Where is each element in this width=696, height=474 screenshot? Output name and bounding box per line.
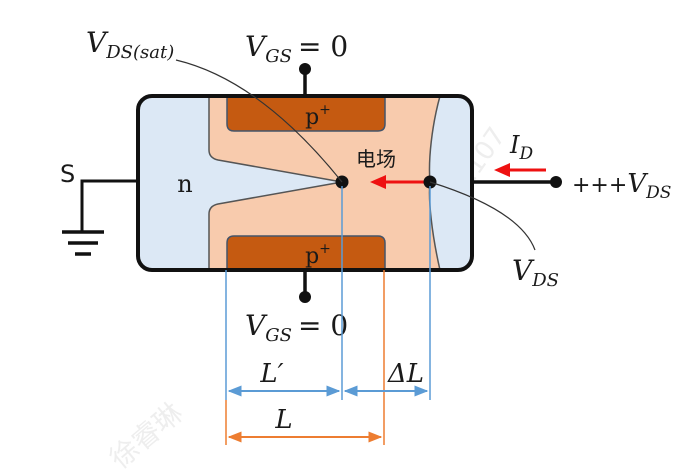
p-plus-bottom-gate: p+ [226, 235, 386, 271]
vgs-top-label: VGS= 0 [245, 30, 348, 67]
drain-terminal [472, 176, 562, 188]
source-label: S [60, 160, 75, 188]
n-region-label: n [177, 170, 192, 198]
gate-terminal-bottom [299, 270, 311, 303]
l-prime-label: L′ [259, 359, 283, 389]
delta-l-label: ΔL [387, 359, 424, 389]
vds-point-label: VDS [512, 254, 559, 291]
p-plus-top-gate: p+ [226, 95, 386, 132]
vds-sat-leader-line [175, 59, 343, 183]
drain-current-label: ID [509, 131, 533, 164]
electric-field-label: 电场 [356, 147, 396, 171]
vds-leader-line [429, 181, 536, 251]
dimension-guides [225, 186, 431, 445]
source-terminal [62, 179, 138, 256]
l-label: L [274, 405, 292, 435]
drain-voltage-label: +++VDS [572, 169, 671, 203]
watermark-name: 徐睿琳 [103, 396, 189, 474]
p-plus-bottom-label: p+ [305, 241, 331, 269]
p-plus-top-label: p+ [305, 102, 331, 130]
drain-current-arrow [494, 163, 546, 177]
vds-sat-label: VDS(sat) [86, 26, 174, 63]
depletion-region [208, 96, 441, 270]
electric-field-arrow [370, 175, 428, 189]
vgs-bottom-label: VGS= 0 [245, 309, 348, 346]
gate-terminal-top [299, 63, 311, 96]
